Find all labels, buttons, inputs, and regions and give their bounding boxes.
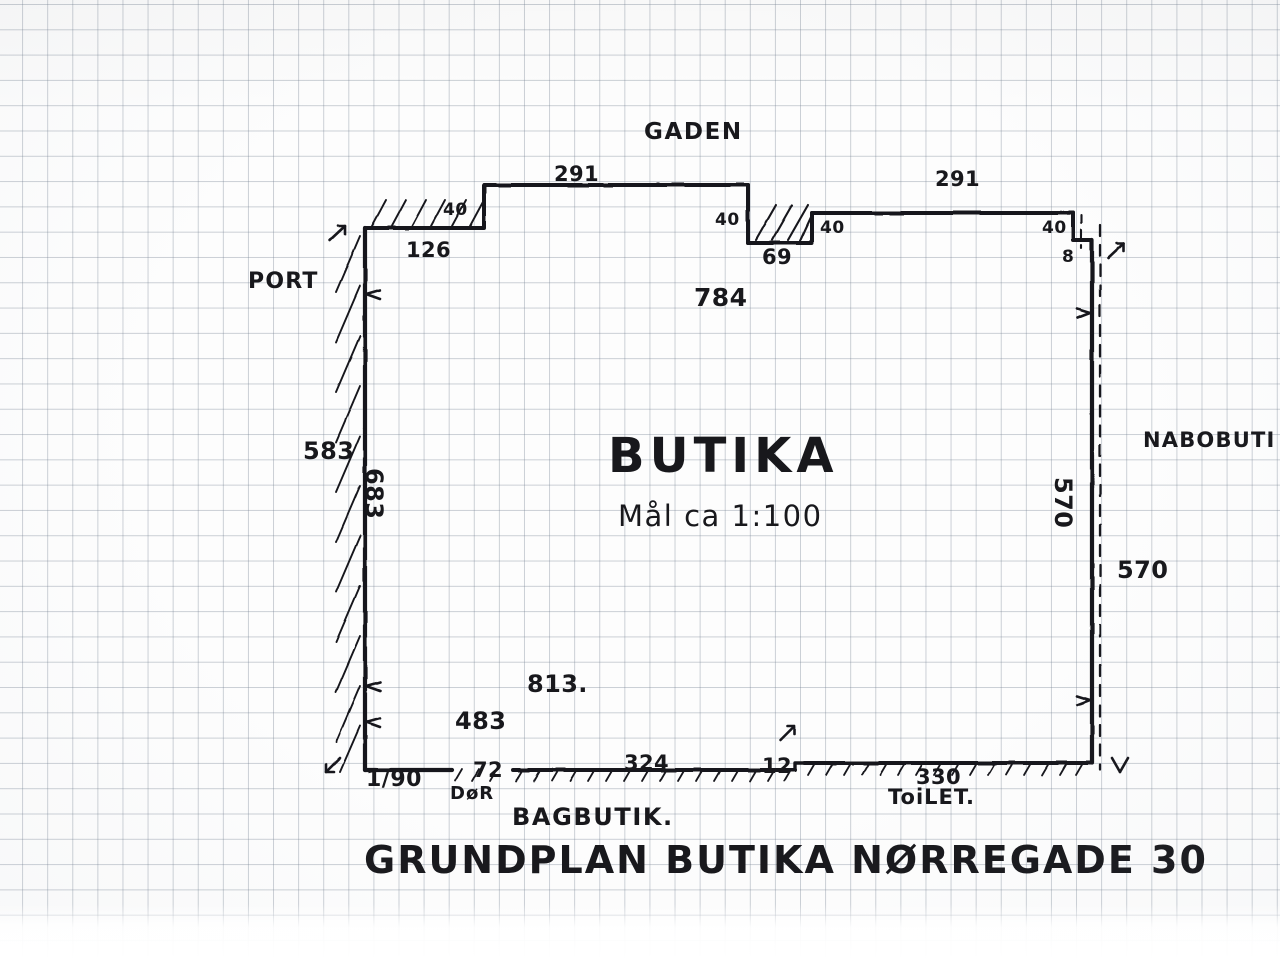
dimension-interior-width-top: 784 [694, 283, 748, 312]
room-label-butika: BUTIKA [608, 428, 839, 484]
dimension-bottom-gap: 12 [762, 754, 793, 778]
label-toilet: ToiLET. [888, 785, 976, 809]
dimension-top-notch: 69 [762, 245, 793, 269]
dimension-door-width: 72 [473, 758, 504, 782]
dimension-right-outer: 570 [1117, 556, 1169, 584]
dimension-bottom-left-inner: 483 [455, 707, 507, 735]
hatch-left-port [335, 235, 361, 773]
dimension-top-right-thickness-left: 40 [820, 218, 845, 238]
dimension-top-right-offset: 8 [1062, 247, 1075, 267]
dimension-left-inner: 683 [360, 468, 388, 520]
scale-note: Mål ca 1:100 [618, 499, 823, 533]
hatch-top-notch [754, 203, 814, 243]
label-neighbour-shop: NABOBUTI [1143, 428, 1276, 452]
dimension-arrows [324, 224, 1130, 774]
dimension-left-outer: 583 [303, 437, 355, 465]
label-back-shop: BAGBUTIK. [512, 803, 674, 831]
dimension-top-left-thickness: 40 [443, 200, 468, 220]
label-door: DøR [450, 783, 495, 804]
dimension-top-mid-thickness: 40 [715, 210, 740, 230]
wall-bottom-step [793, 761, 807, 772]
dimension-interior-width-bottom: 813. [527, 670, 588, 698]
dimension-bagbutik-width: 324 [624, 751, 670, 775]
hatch-bottom-bagbutik [515, 768, 792, 782]
dimension-top-left-wall: 126 [406, 238, 452, 262]
label-gate-left: PORT [248, 269, 319, 294]
dimension-door-note: 1/90 [366, 767, 422, 792]
wall-top-notch [746, 211, 814, 245]
label-street-top: GADEN [644, 119, 743, 145]
wall-top-right-step [1071, 211, 1094, 242]
hatch-top-left [371, 199, 485, 227]
dimension-top-right-thickness: 40 [1042, 218, 1067, 238]
hatch-bottom-left-stub [454, 768, 498, 782]
hatch-bottom-toilet [807, 762, 1084, 776]
dimension-right-inner: 570 [1049, 477, 1077, 529]
plan-title: GRUNDPLAN BUTIKA NØRREGADE 30 [364, 838, 1208, 882]
dimension-top-run-right: 291 [935, 167, 981, 191]
dimension-toilet-width: 330 [916, 765, 962, 789]
dimension-top-run-left: 291 [554, 162, 600, 186]
